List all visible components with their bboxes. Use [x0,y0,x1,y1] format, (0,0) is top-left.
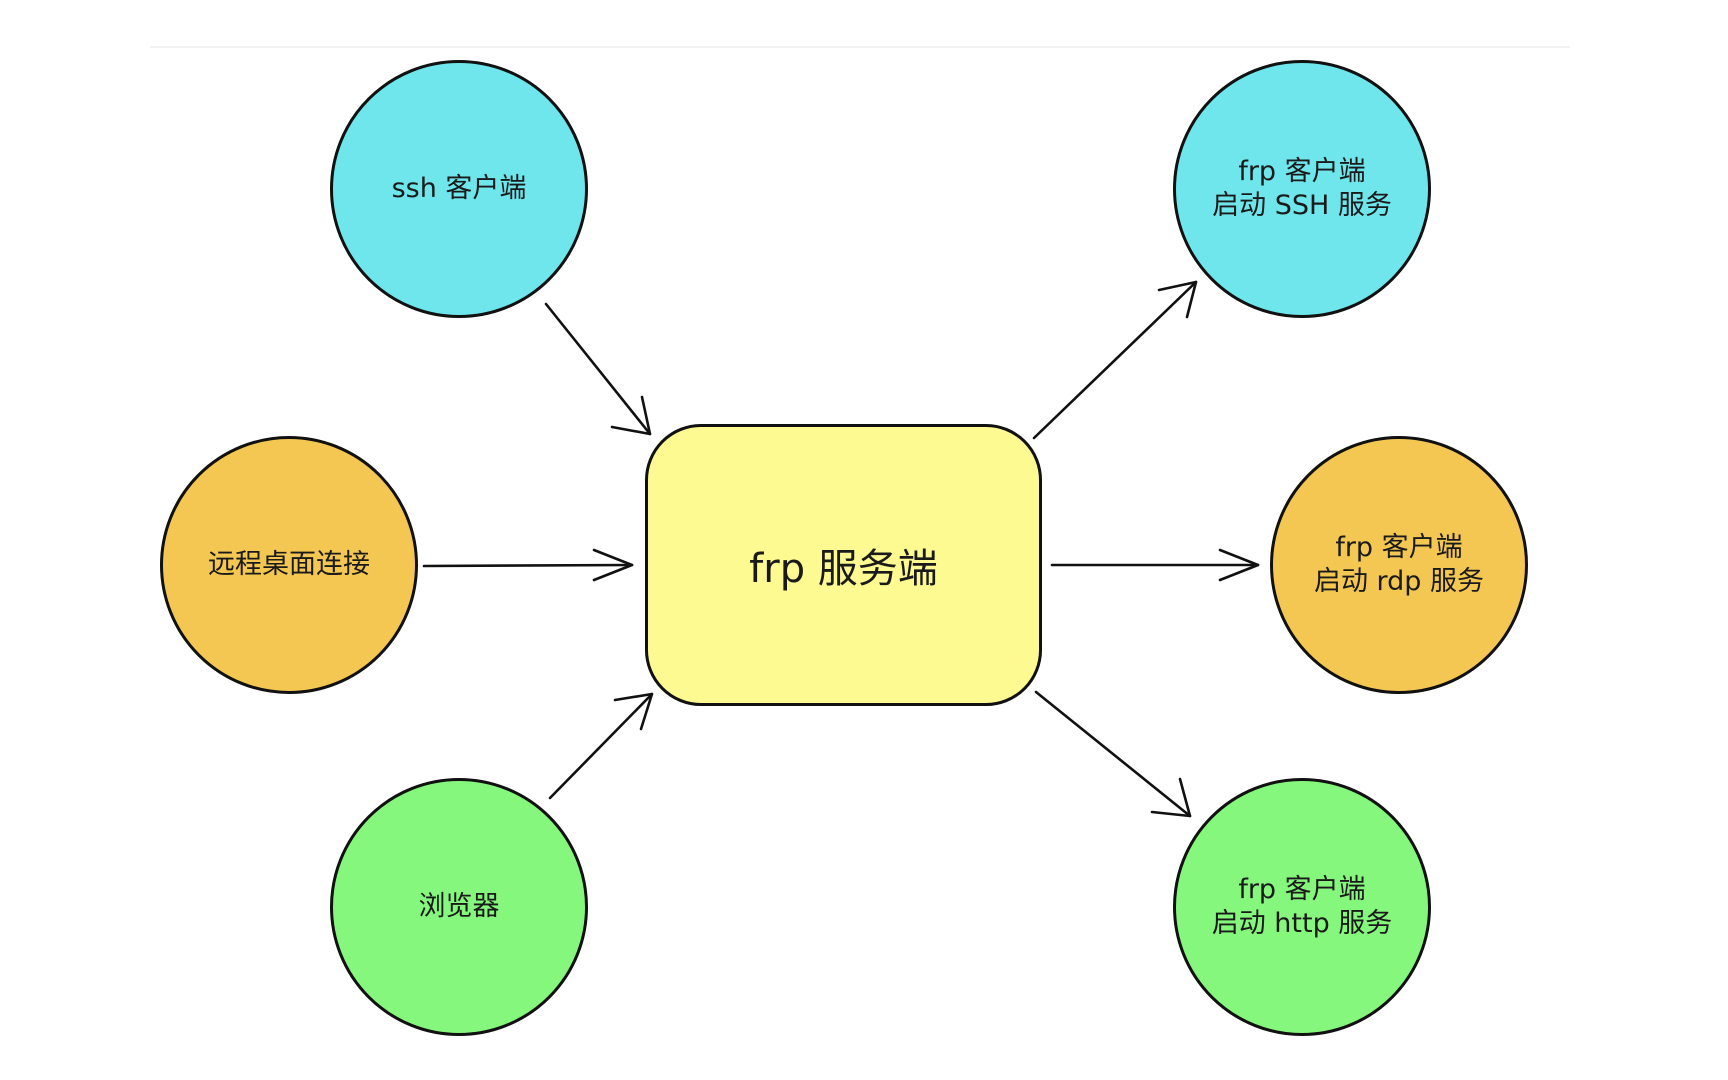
node-ssh-client: ssh 客户端 [330,60,588,318]
node-label-line2: 启动 http 服务 [1211,908,1393,939]
node-label: 远程桌面连接 [208,549,370,580]
arrow-ssh-client-to-server [544,302,652,436]
node-frp-server: frp 服务端 [645,424,1042,706]
node-label-line1: frp 客户端 [1238,874,1366,905]
node-label-line2: 启动 rdp 服务 [1313,566,1485,597]
node-label-line2: 启动 SSH 服务 [1212,190,1392,221]
node-frpc-ssh: frp 客户端 启动 SSH 服务 [1173,60,1431,318]
node-browser: 浏览器 [330,778,588,1036]
arrow-browser-to-server [548,692,654,800]
node-label: frp 服务端 [749,546,938,592]
arrow-rdp-client-to-server [422,548,634,582]
node-frpc-rdp: frp 客户端 启动 rdp 服务 [1270,436,1528,694]
node-remote-desktop: 远程桌面连接 [160,436,418,694]
node-frpc-http: frp 客户端 启动 http 服务 [1173,778,1431,1036]
arrow-server-to-frpc-http [1034,690,1192,818]
node-label-line1: frp 客户端 [1335,532,1463,563]
node-label-line1: frp 客户端 [1238,156,1366,187]
arrow-server-to-frpc-rdp [1050,548,1260,582]
node-label: ssh 客户端 [391,173,527,204]
arrow-server-to-frpc-ssh [1032,280,1198,440]
divider-line [150,46,1570,48]
node-label: 浏览器 [418,891,500,922]
